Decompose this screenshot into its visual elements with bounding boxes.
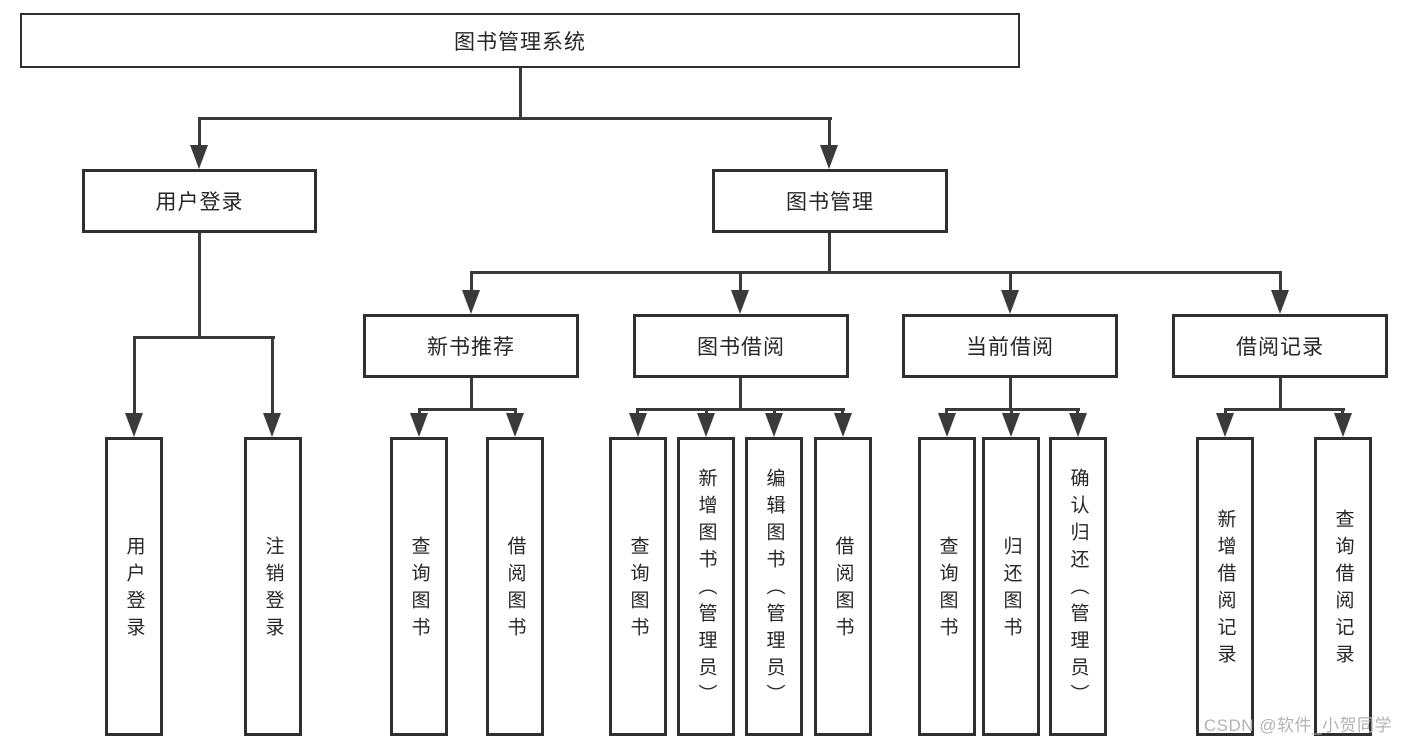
leaf-query-books-current: 查询图书 xyxy=(918,437,976,736)
arrow-down-icon xyxy=(506,413,524,437)
connector-line xyxy=(841,408,844,416)
arrow-down-icon xyxy=(938,413,956,437)
connector-line xyxy=(1009,378,1012,408)
arrow-down-icon xyxy=(1334,413,1352,437)
node-user-login: 用户登录 xyxy=(82,169,317,233)
arrow-down-icon xyxy=(1001,290,1019,314)
connector-line xyxy=(1224,408,1345,411)
connector-line xyxy=(636,408,845,411)
arrow-down-icon xyxy=(820,145,838,169)
connector-line xyxy=(739,271,742,292)
leaf-query-books-recommend: 查询图书 xyxy=(390,437,448,736)
leaf-query-borrow-record: 查询借阅记录 xyxy=(1314,437,1372,736)
connector-line xyxy=(271,336,274,415)
node-borrow-records: 借阅记录 xyxy=(1172,314,1388,378)
connector-line xyxy=(1279,378,1282,408)
leaf-logout: 注销登录 xyxy=(244,437,302,736)
connector-line xyxy=(470,271,473,292)
csdn-watermark: CSDN @软件_小贺同学 xyxy=(1203,716,1392,735)
connector-line xyxy=(198,117,832,120)
connector-line xyxy=(1224,408,1227,416)
arrow-down-icon xyxy=(1069,413,1087,437)
connector-line xyxy=(739,378,742,408)
connector-line xyxy=(705,408,708,416)
leaf-user-login: 用户登录 xyxy=(105,437,163,736)
connector-line xyxy=(418,408,421,416)
arrow-down-icon xyxy=(629,413,647,437)
connector-line xyxy=(828,117,831,147)
arrow-down-icon xyxy=(263,413,281,437)
leaf-return-book: 归还图书 xyxy=(982,437,1040,736)
connector-line xyxy=(519,68,522,117)
connector-line xyxy=(1009,271,1012,292)
connector-line xyxy=(636,408,639,416)
connector-line xyxy=(198,233,201,336)
node-new-book-recommend: 新书推荐 xyxy=(363,314,579,378)
node-root: 图书管理系统 xyxy=(20,13,1020,68)
connector-line xyxy=(514,408,517,416)
connector-line xyxy=(418,408,517,411)
connector-line xyxy=(133,336,275,339)
leaf-edit-book-admin: 编辑图书（管理员） xyxy=(745,437,803,736)
arrow-down-icon xyxy=(731,290,749,314)
arrow-down-icon xyxy=(765,413,783,437)
node-book-management: 图书管理 xyxy=(712,169,948,233)
connector-line xyxy=(1076,408,1079,416)
arrow-down-icon xyxy=(125,413,143,437)
arrow-down-icon xyxy=(1002,413,1020,437)
arrow-down-icon xyxy=(190,145,208,169)
connector-line xyxy=(470,271,1282,274)
leaf-borrow-books: 借阅图书 xyxy=(814,437,872,736)
arrow-down-icon xyxy=(1271,290,1289,314)
arrow-down-icon xyxy=(834,413,852,437)
arrow-down-icon xyxy=(1216,413,1234,437)
connector-line xyxy=(1341,408,1344,416)
arrow-down-icon xyxy=(410,413,428,437)
arrow-down-icon xyxy=(697,413,715,437)
connector-line xyxy=(828,233,831,271)
node-book-borrow: 图书借阅 xyxy=(633,314,849,378)
connector-line xyxy=(470,378,473,408)
leaf-add-borrow-record: 新增借阅记录 xyxy=(1196,437,1254,736)
connector-line xyxy=(773,408,776,416)
connector-line xyxy=(1010,408,1013,416)
node-current-borrow: 当前借阅 xyxy=(902,314,1118,378)
leaf-query-books-borrow: 查询图书 xyxy=(609,437,667,736)
arrow-down-icon xyxy=(462,290,480,314)
leaf-add-book-admin: 新增图书（管理员） xyxy=(677,437,735,736)
connector-line xyxy=(198,117,201,147)
connector-line xyxy=(1279,271,1282,292)
connector-line xyxy=(945,408,948,416)
leaf-confirm-return-admin: 确认归还（管理员） xyxy=(1049,437,1107,736)
leaf-borrow-books-recommend: 借阅图书 xyxy=(486,437,544,736)
connector-line xyxy=(133,336,136,415)
